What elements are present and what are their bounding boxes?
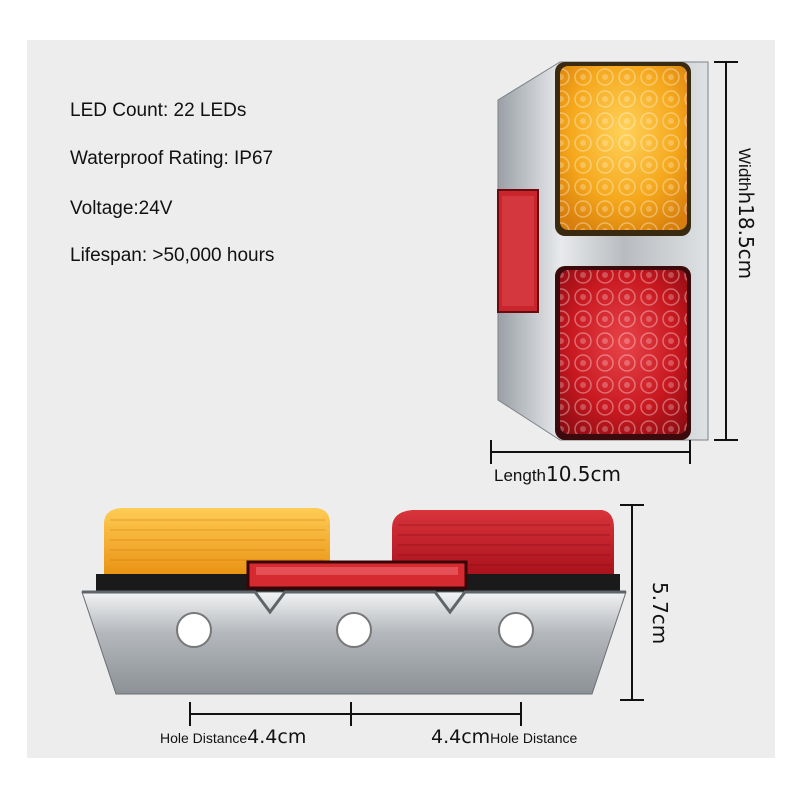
height-label-group: 5.7cm [648,582,672,644]
length-dimension-line [490,440,691,464]
height-dimension-line [620,504,644,701]
hole-distance-left-label: Hole Distance [160,730,248,746]
hole-distance-left: Hole Distance4.4cm [160,726,306,748]
side-view-lamp [81,508,627,695]
length-label: Length [494,466,546,485]
spec-lifespan: Lifespan: >50,000 hours [70,245,275,266]
hole-distance-right: 4.4cmHole Distance [431,726,577,748]
width-dimension-line [714,61,738,441]
width-label: Width [735,148,754,192]
width-value: h18.5cm [734,191,758,280]
front-view-lamp [497,61,709,441]
spec-led-count: LED Count: 22 LEDs [70,100,247,121]
length-label-group: Length10.5cm [494,462,621,486]
spec-voltage: Voltage:24V [70,198,173,219]
hole-distance-right-value: 4.4cm [431,726,491,748]
length-value: 10.5cm [546,462,622,486]
spec-waterproof: Waterproof Rating: IP67 [70,148,274,169]
hole-distance-left-value: 4.4cm [247,726,307,748]
hole-distance-right-label: Hole Distance [490,730,578,746]
height-value: 5.7cm [648,582,672,645]
hole-distance-dimension-line [189,702,522,726]
width-label-group: Widthh18.5cm [734,148,758,279]
